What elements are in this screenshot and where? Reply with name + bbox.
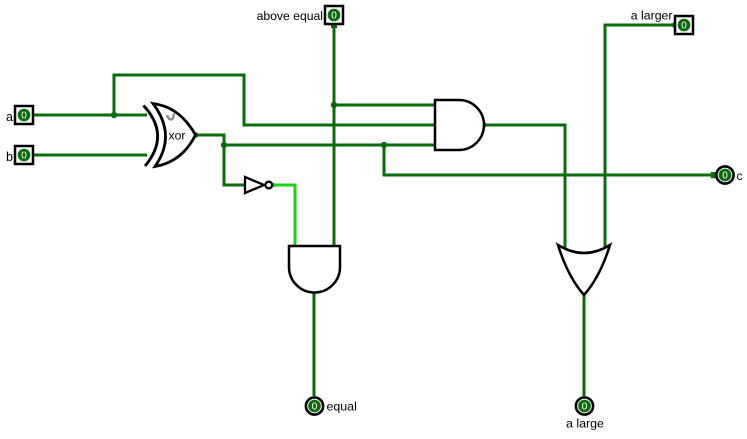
svg-text:xor: xor [169,129,186,143]
svg-text:0: 0 [312,402,318,413]
svg-text:0: 0 [722,171,728,182]
svg-text:b: b [6,150,13,164]
svg-text:c: c [737,169,743,183]
svg-text:0: 0 [21,111,27,122]
svg-text:0: 0 [681,21,687,32]
svg-text:above equal: above equal [257,9,323,23]
svg-text:0: 0 [21,151,27,162]
svg-text:0: 0 [331,11,337,22]
svg-text:a larger: a larger [631,9,673,23]
svg-text:a large: a large [566,417,604,431]
svg-text:equal: equal [327,400,357,414]
svg-text:0: 0 [582,402,588,413]
svg-text:a: a [6,110,13,124]
